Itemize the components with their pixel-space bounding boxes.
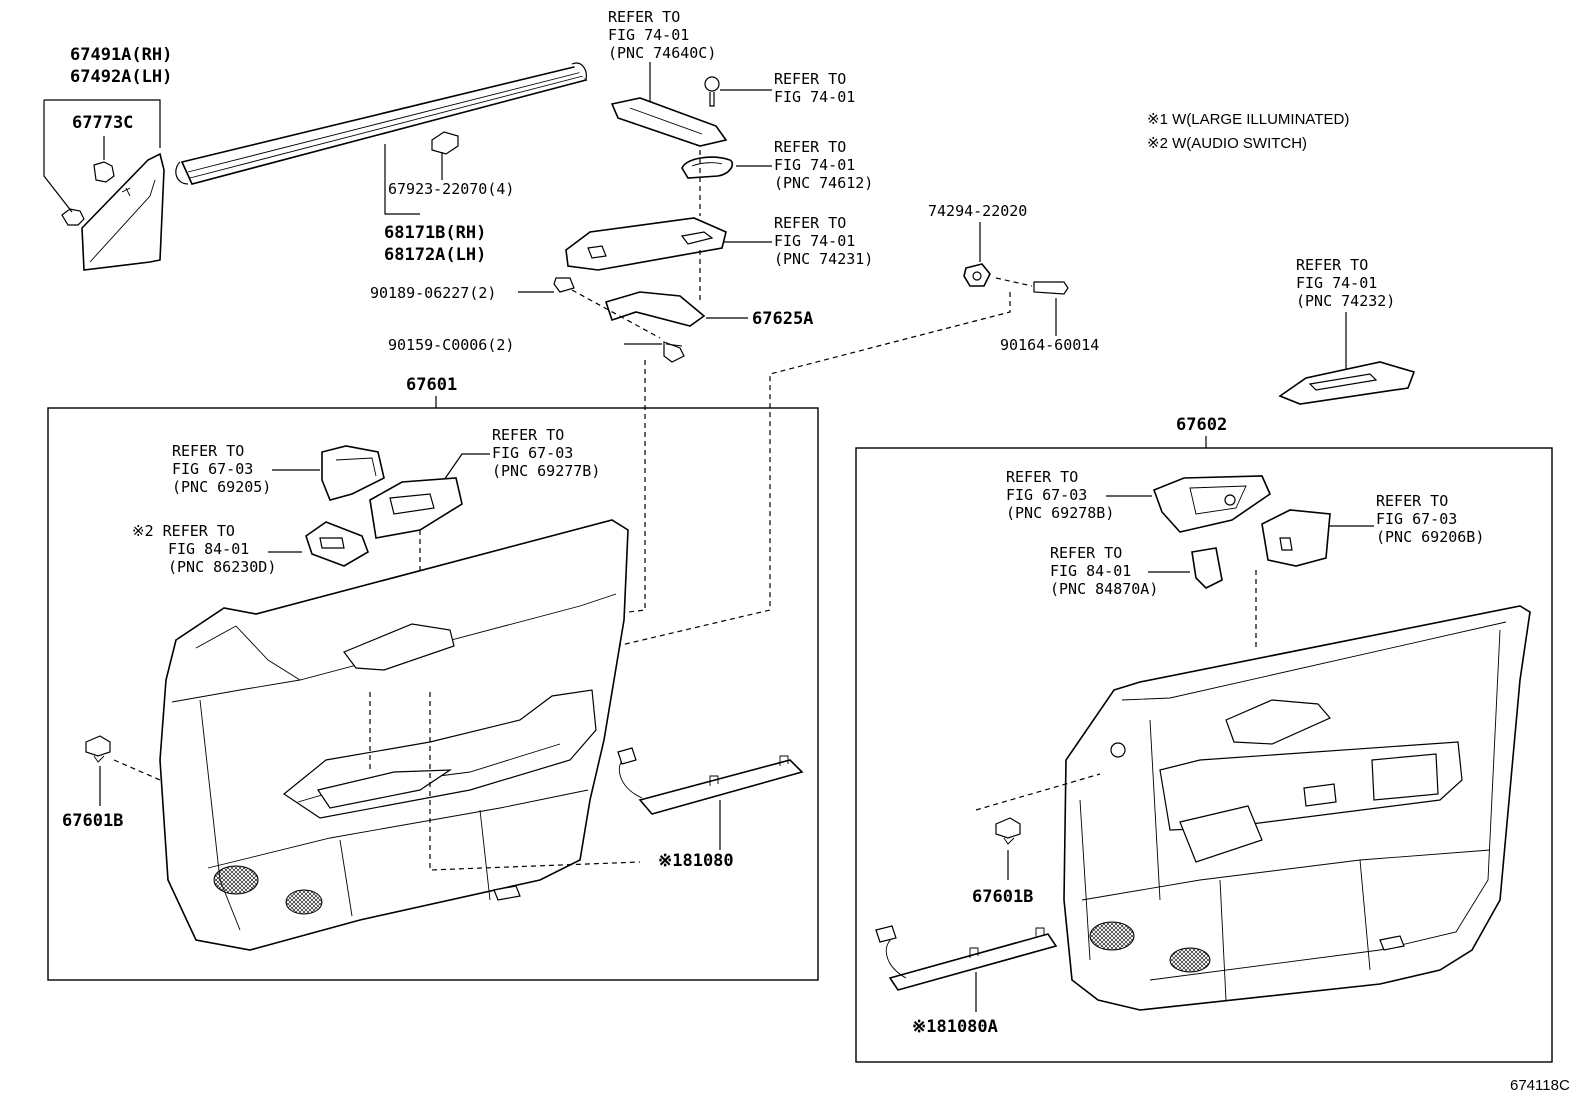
door-trim-67602-box — [855, 447, 1553, 1063]
refer-69277b: REFER TO FIG 67-03 (PNC 69277B) — [492, 426, 600, 480]
clip-74294-part — [963, 263, 991, 287]
bracket-67625a-part — [604, 291, 706, 327]
lock-69206b-part — [1261, 509, 1331, 567]
bracket-74640c-part — [610, 97, 728, 147]
label-67492a: 67492A(LH) — [70, 67, 172, 87]
label-67923: 67923-22070(4) — [388, 180, 514, 198]
refer-74232: REFER TO FIG 74-01 (PNC 74232) — [1296, 256, 1395, 310]
refer-86230d: ※2 REFER TO FIG 84-01 (PNC 86230D) — [132, 522, 276, 576]
clip-67601b-right-part — [995, 817, 1021, 845]
svg-text:REFER TO: REFER TO — [774, 70, 846, 88]
refer-84870a: REFER TO FIG 84-01 (PNC 84870A) — [1050, 544, 1158, 598]
note-1: ※1 W(LARGE ILLUMINATED) — [1147, 111, 1349, 128]
svg-text:FIG 67-03: FIG 67-03 — [1006, 486, 1087, 504]
figure-code: 674118C — [1510, 1077, 1570, 1094]
label-81080a: ※181080A — [912, 1017, 998, 1037]
refer-69205: REFER TO FIG 67-03 (PNC 69205) — [172, 442, 271, 496]
svg-text:(PNC 84870A): (PNC 84870A) — [1050, 580, 1158, 598]
svg-text:(PNC 74232): (PNC 74232) — [1296, 292, 1395, 310]
svg-text:REFER TO: REFER TO — [608, 8, 680, 26]
corner-garnish-part — [61, 152, 165, 271]
refer-69278b: REFER TO FIG 67-03 (PNC 69278B) — [1006, 468, 1114, 522]
label-67625a: 67625A — [752, 309, 813, 329]
refer-74640c: REFER TO FIG 74-01 (PNC 74640C) — [608, 8, 716, 62]
svg-text:FIG 74-01: FIG 74-01 — [774, 88, 855, 106]
svg-text:REFER TO: REFER TO — [492, 426, 564, 444]
svg-text:(PNC 69206B): (PNC 69206B) — [1376, 528, 1484, 546]
weatherstrip-part — [175, 62, 588, 185]
label-90159: 90159-C0006(2) — [388, 336, 514, 354]
svg-text:(PNC 86230D): (PNC 86230D) — [168, 558, 276, 576]
svg-text:(PNC 69205): (PNC 69205) — [172, 478, 271, 496]
svg-text:FIG 67-03: FIG 67-03 — [172, 460, 253, 478]
svg-text:REFER TO: REFER TO — [774, 138, 846, 156]
label-67601b-left: 67601B — [62, 811, 123, 831]
harness-81080a-part — [875, 925, 1058, 991]
label-67602: 67602 — [1176, 415, 1227, 435]
refer-74612: REFER TO FIG 74-01 (PNC 74612) — [774, 138, 873, 192]
label-67601: 67601 — [406, 375, 457, 395]
svg-text:FIG 67-03: FIG 67-03 — [492, 444, 573, 462]
door-trim-panel-right — [1063, 605, 1531, 1011]
door-trim-67601-box — [47, 407, 819, 981]
label-90189: 90189-06227(2) — [370, 284, 496, 302]
harness-81080-part — [617, 747, 804, 815]
svg-text:(PNC 74612): (PNC 74612) — [774, 174, 873, 192]
svg-text:FIG 74-01: FIG 74-01 — [774, 156, 855, 174]
svg-text:(PNC 74231): (PNC 74231) — [774, 250, 873, 268]
refer-74231: REFER TO FIG 74-01 (PNC 74231) — [774, 214, 873, 268]
switch-84870a-part — [1191, 547, 1223, 589]
svg-text:FIG 84-01: FIG 84-01 — [168, 540, 249, 558]
clip-90189-part — [553, 277, 575, 293]
svg-text:FIG 74-01: FIG 74-01 — [1296, 274, 1377, 292]
svg-text:(PNC 74640C): (PNC 74640C) — [608, 44, 716, 62]
label-67491a: 67491A(RH) — [70, 45, 172, 65]
label-68172a: 68172A(LH) — [384, 245, 486, 265]
note-2: ※2 W(AUDIO SWITCH) — [1147, 135, 1307, 152]
svg-text:REFER TO: REFER TO — [774, 214, 846, 232]
svg-text:(PNC 69277B): (PNC 69277B) — [492, 462, 600, 480]
svg-text:※2 REFER TO: ※2 REFER TO — [132, 522, 235, 540]
svg-text:FIG 84-01: FIG 84-01 — [1050, 562, 1131, 580]
handle-69205-part — [321, 445, 385, 501]
label-74294: 74294-22020 — [928, 202, 1027, 220]
handle-69278b-part — [1152, 475, 1272, 533]
screw-90159-part — [663, 341, 685, 363]
screw-top-part — [704, 76, 720, 107]
label-81080: ※181080 — [658, 851, 734, 871]
panel-74232-part — [1278, 361, 1416, 405]
label-67601b-right: 67601B — [972, 887, 1033, 907]
door-trim-panel-left — [159, 519, 629, 951]
svg-text:FIG 67-03: FIG 67-03 — [1376, 510, 1457, 528]
audio-switch-86230d-part — [305, 521, 369, 567]
svg-text:REFER TO: REFER TO — [1006, 468, 1078, 486]
svg-text:REFER TO: REFER TO — [1376, 492, 1448, 510]
label-68171b: 68171B(RH) — [384, 223, 486, 243]
panel-74231-part — [565, 217, 727, 271]
svg-text:REFER TO: REFER TO — [1296, 256, 1368, 274]
refer-7401-screw: REFER TO FIG 74-01 — [774, 70, 855, 106]
refer-69206b: REFER TO FIG 67-03 (PNC 69206B) — [1376, 492, 1484, 546]
svg-text:REFER TO: REFER TO — [172, 442, 244, 460]
switch-bezel-69277b-part — [369, 477, 463, 539]
screw-90164-part — [1033, 281, 1069, 295]
svg-text:FIG 74-01: FIG 74-01 — [608, 26, 689, 44]
svg-text:FIG 74-01: FIG 74-01 — [774, 232, 855, 250]
svg-text:REFER TO: REFER TO — [1050, 544, 1122, 562]
label-90164: 90164-60014 — [1000, 336, 1099, 354]
clip-67601b-left-part — [85, 735, 111, 763]
label-67773c: 67773C — [72, 113, 133, 133]
svg-text:(PNC 69278B): (PNC 69278B) — [1006, 504, 1114, 522]
bezel-74612-part — [681, 156, 734, 179]
clip-67923 — [431, 131, 459, 155]
